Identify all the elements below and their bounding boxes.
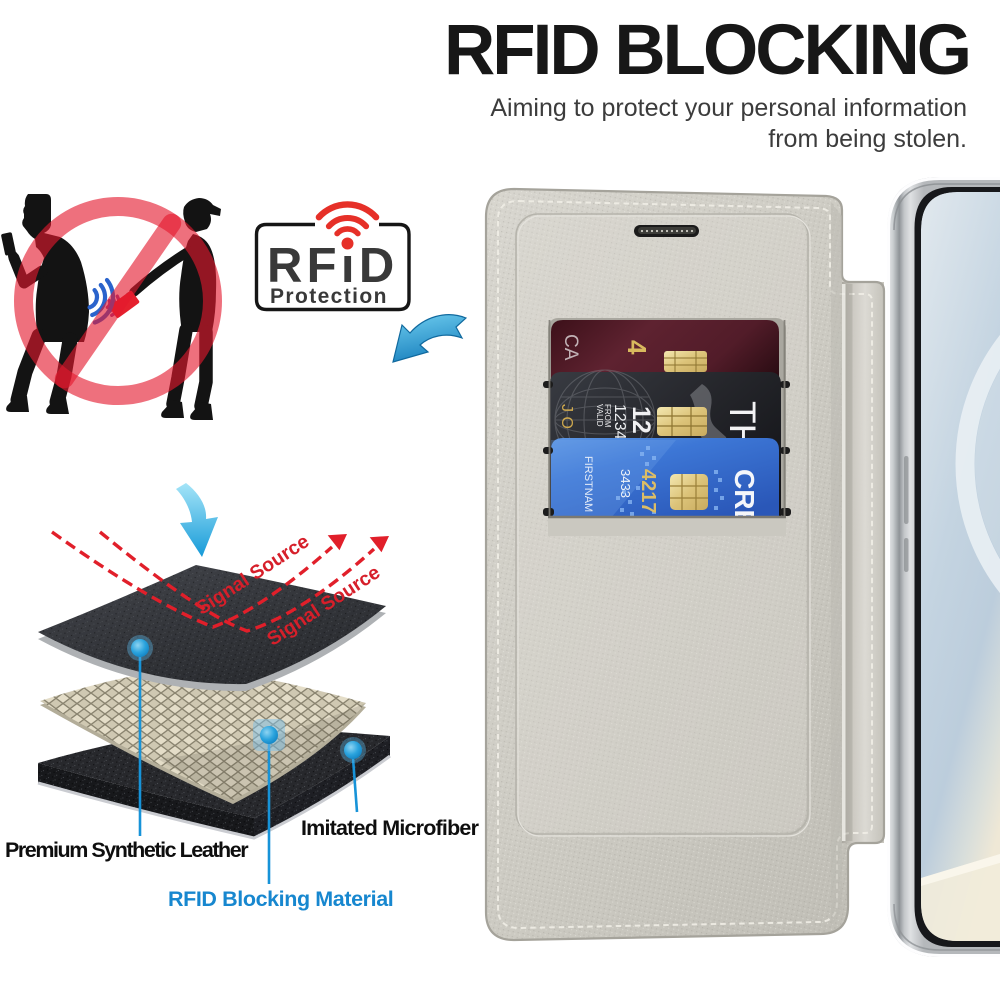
svg-text:1234: 1234 [611,404,628,440]
svg-text:VALID: VALID [595,404,604,427]
svg-text:4: 4 [622,340,652,355]
svg-text:4217: 4217 [637,469,659,514]
svg-text:FROM: FROM [603,404,612,428]
svg-text:CA: CA [560,334,581,361]
svg-text:3433: 3433 [618,469,633,498]
svg-text:J O: J O [558,404,575,429]
svg-text:RFıD: RFıD [267,239,399,293]
svg-text:Protection: Protection [270,285,388,308]
svg-text:12: 12 [627,406,655,434]
svg-text:FIRSTNAM: FIRSTNAM [582,456,594,512]
